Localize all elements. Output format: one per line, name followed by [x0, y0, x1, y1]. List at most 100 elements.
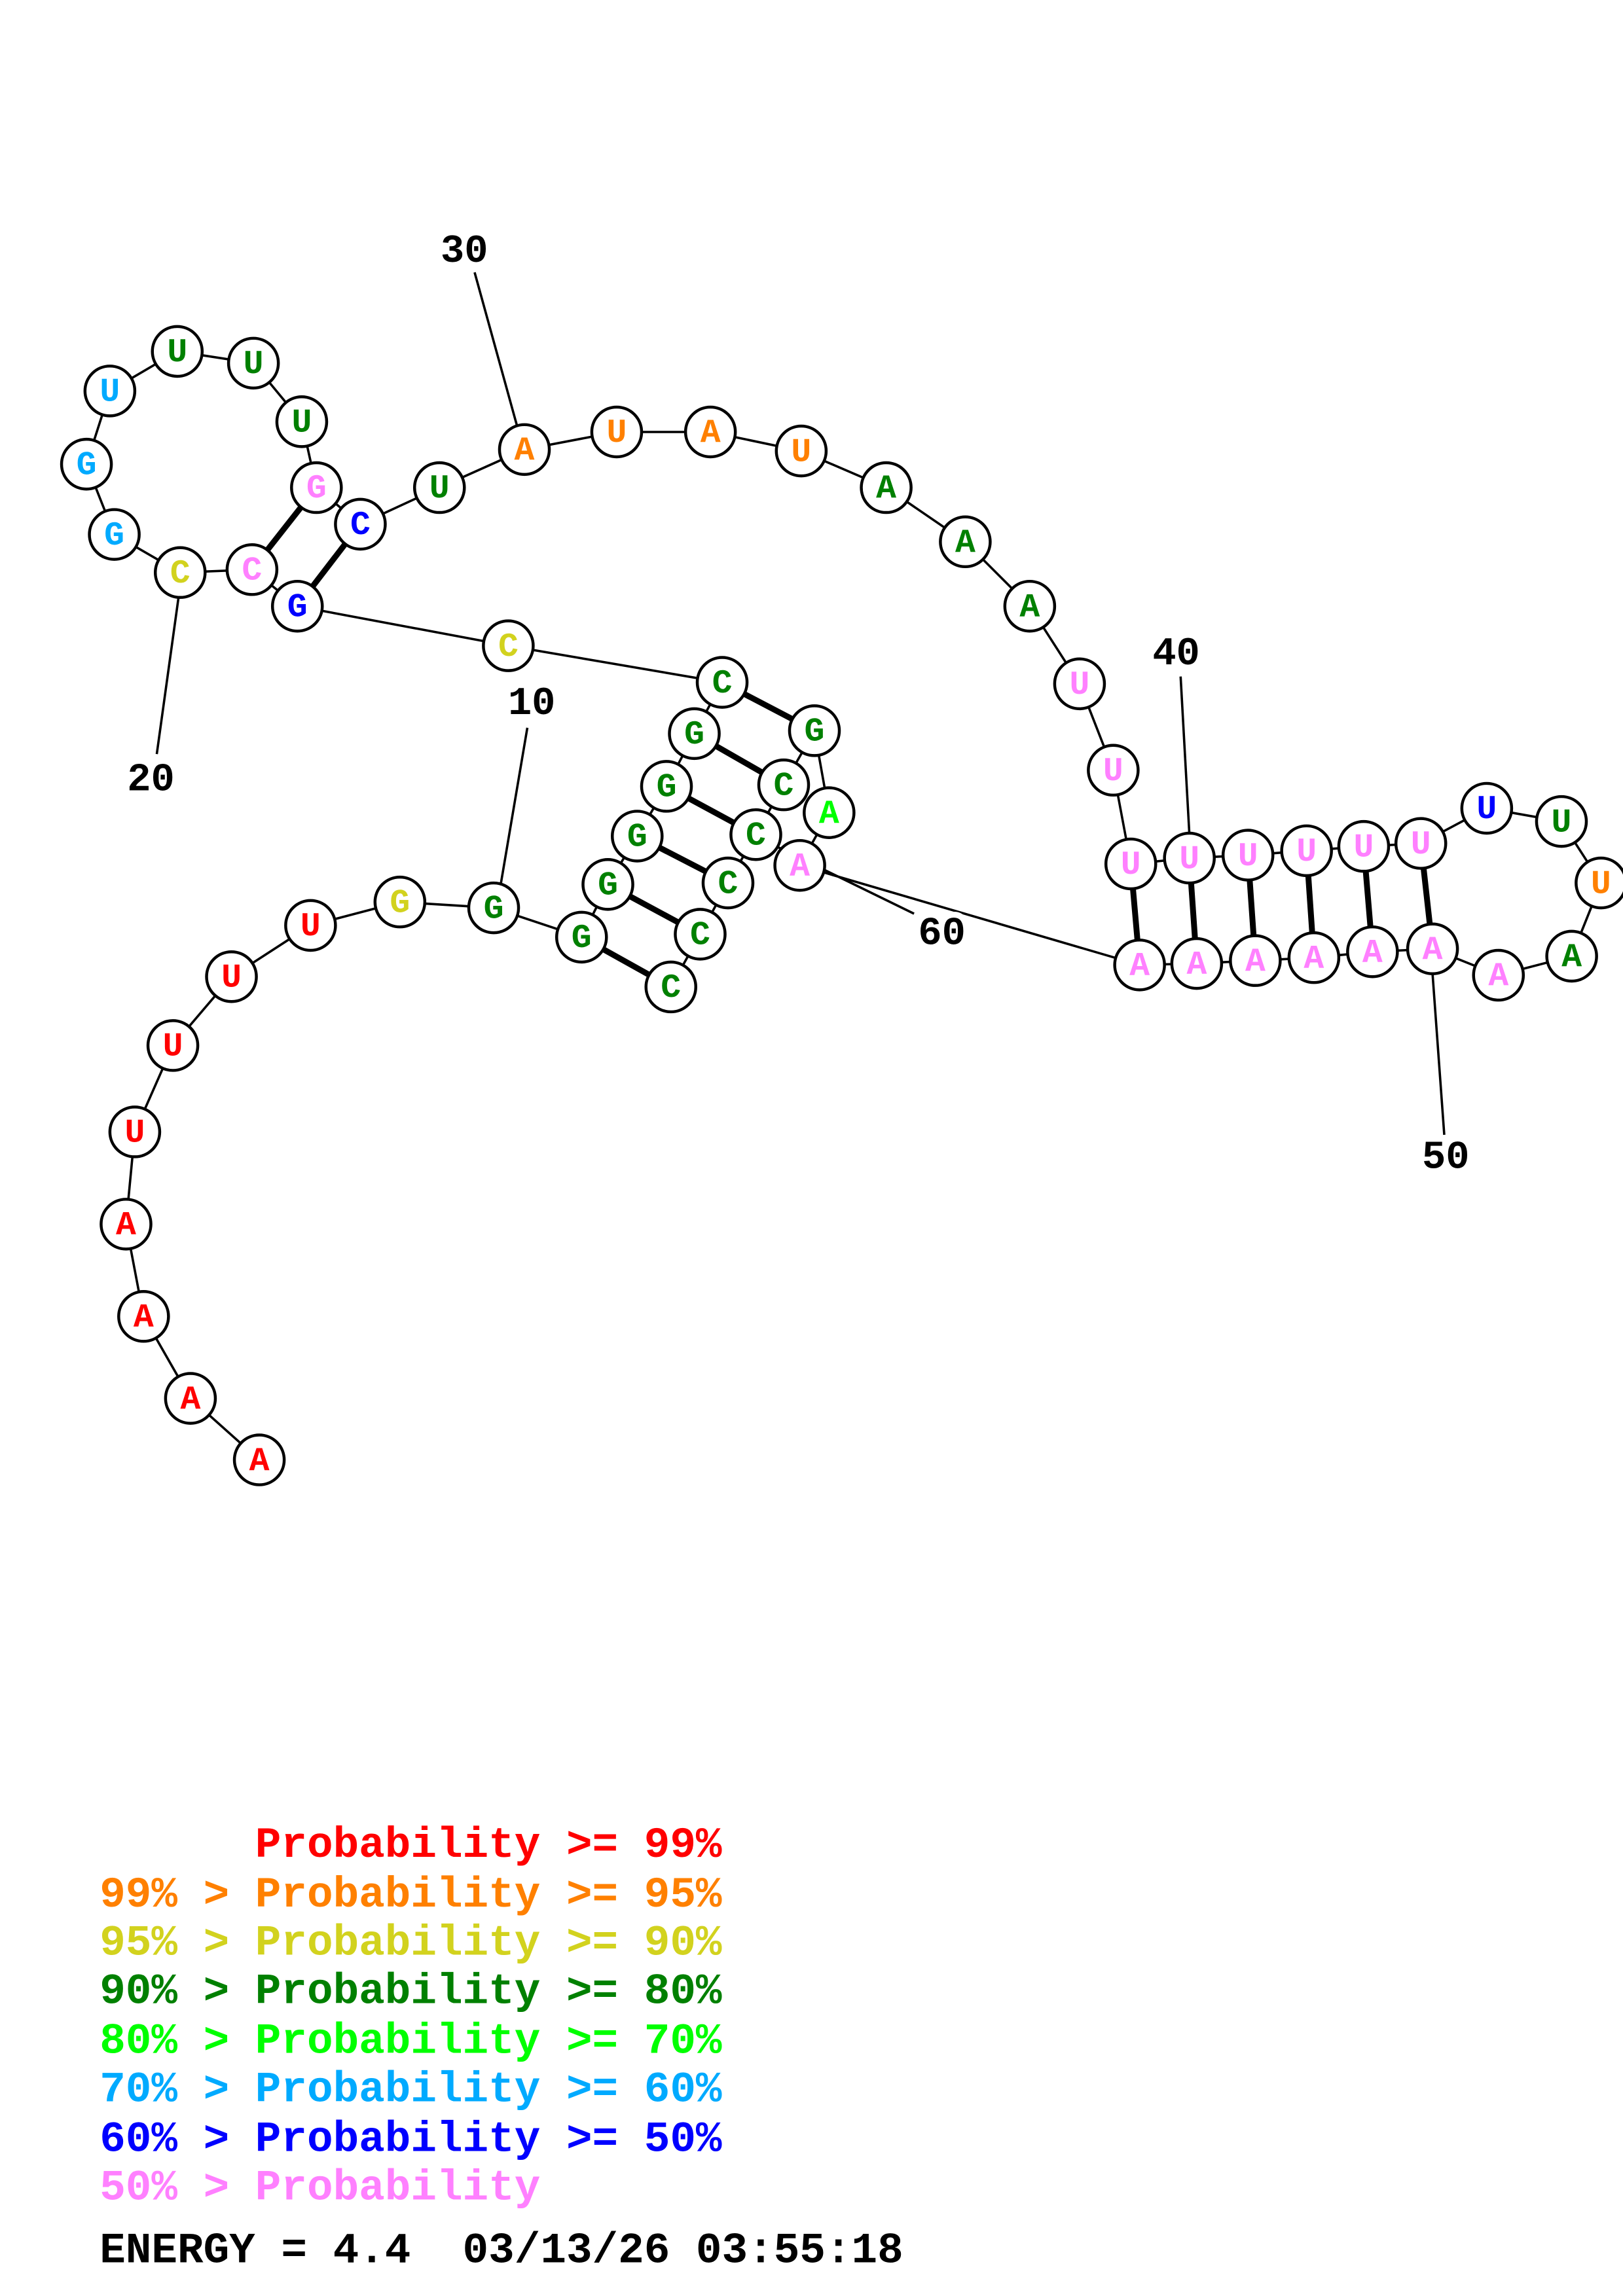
nucleotide-letter: A — [134, 1299, 154, 1337]
nucleotide: U — [1053, 657, 1106, 711]
nucleotide: G — [60, 437, 113, 491]
nucleotide-letter: U — [301, 908, 321, 946]
nucleotide-circle — [1163, 831, 1216, 885]
legend-line: 99% > Probability >= 95% — [100, 1871, 722, 1920]
nucleotide-letter: G — [484, 890, 504, 928]
nucleotide-circle — [668, 707, 721, 761]
nucleotide: G — [467, 881, 520, 935]
nucleotide: A — [117, 1290, 170, 1343]
nucleotide-circle — [1221, 829, 1275, 882]
nucleotide-letter: U — [244, 346, 264, 384]
nucleotide: U — [1460, 781, 1514, 835]
nucleotide: U — [1394, 817, 1448, 870]
nucleotide-circle — [227, 336, 280, 390]
legend-line: 95% > Probability >= 90% — [100, 1919, 722, 1968]
nucleotide-circle — [467, 881, 520, 935]
nucleotide-letter: C — [661, 969, 681, 1007]
nucleotide-circle — [83, 365, 137, 418]
nucleotide-letter: G — [390, 884, 410, 922]
nucleotide: A — [232, 1433, 286, 1486]
legend-line: 80% > Probability >= 70% — [100, 2017, 722, 2066]
nucleotide-letter: U — [1591, 865, 1611, 903]
nucleotide: C — [729, 808, 782, 861]
nucleotide-letter: U — [1354, 829, 1374, 867]
nucleotide-letter: U — [100, 374, 120, 412]
nucleotide-letter: U — [221, 959, 242, 997]
legend-line: 50% > Probability — [100, 2163, 540, 2212]
nucleotide-circle — [1087, 744, 1140, 797]
nucleotide-letter: G — [805, 713, 825, 751]
nucleotide-circle — [146, 1019, 200, 1072]
nucleotide-letter: U — [1179, 840, 1199, 878]
nucleotide-circle — [1472, 948, 1525, 1002]
nucleotide: U — [1280, 824, 1333, 878]
nucleotide: C — [225, 543, 279, 596]
nucleotide-letter: A — [1245, 943, 1266, 981]
nucleotide: A — [164, 1372, 217, 1425]
nucleotide-letter: U — [292, 404, 312, 442]
nucleotide-circle — [695, 656, 749, 709]
nucleotide: C — [153, 546, 207, 600]
nucleotide-letter: U — [1069, 666, 1089, 704]
nucleotide-letter: U — [1411, 826, 1431, 864]
nucleotide: U — [146, 1019, 200, 1072]
nucleotide-letter: A — [1423, 931, 1443, 969]
nucleotide: A — [939, 515, 992, 569]
nucleotide-circle — [412, 461, 466, 514]
nucleotide: C — [695, 656, 749, 709]
nucleotide-circle — [640, 760, 693, 813]
nucleotide-circle — [1113, 939, 1166, 992]
nucleotide: G — [290, 461, 343, 514]
nucleotide-letter: U — [607, 414, 627, 452]
nucleotide-letter: U — [791, 433, 811, 471]
nucleotide-circle — [1460, 781, 1514, 835]
nucleotide: A — [773, 838, 826, 892]
nucleotide: C — [757, 758, 811, 812]
nucleotide-circle — [1406, 922, 1459, 976]
nucleotide-circle — [684, 405, 737, 459]
nucleotide-circle — [164, 1372, 217, 1425]
nucleotide-circle — [498, 423, 551, 476]
nucleotide-circle — [939, 515, 992, 569]
nucleotide-letter: U — [1121, 846, 1141, 884]
nucleotide: G — [788, 704, 841, 757]
nucleotide-letter: A — [249, 1443, 270, 1480]
nucleotide-circle — [729, 808, 782, 861]
nucleotide: U — [275, 395, 329, 448]
nucleotide-letter: U — [167, 334, 187, 372]
nucleotide-letter: G — [684, 716, 704, 754]
nucleotide-letter: A — [955, 524, 976, 562]
nucleotide-letter: C — [170, 555, 191, 593]
nucleotide: A — [1170, 937, 1224, 990]
nucleotide-letter: A — [1362, 934, 1383, 972]
nucleotide: A — [803, 786, 856, 839]
nucleotide-circle — [757, 758, 811, 812]
nucleotide: C — [701, 856, 755, 910]
nucleotide-letter: C — [350, 507, 371, 545]
legend-line: Probability >= 99% — [100, 1821, 722, 1870]
nucleotide-circle — [803, 786, 856, 839]
nucleotide-letter: A — [1186, 946, 1207, 984]
nucleotide: A — [1346, 925, 1399, 978]
nucleotide-letter: G — [306, 470, 327, 508]
nucleotide-circle — [1287, 931, 1341, 984]
nucleotide: G — [270, 579, 324, 633]
nucleotide-circle — [334, 497, 387, 551]
nucleotide-circle — [581, 858, 634, 911]
nucleotide: G — [610, 810, 664, 863]
backbone-segment — [799, 864, 1140, 967]
energy-line: ENERGY = 4.4 03/13/26 03:55:18 — [100, 2227, 903, 2276]
nucleotide: A — [1406, 922, 1459, 976]
nucleotide-letter: U — [124, 1115, 145, 1153]
nucleotide-circle — [1346, 925, 1399, 978]
nucleotide-circle — [674, 908, 727, 961]
nucleotide-letter: C — [242, 552, 262, 590]
nucleotide-circle — [555, 910, 608, 964]
nucleotide-circle — [773, 838, 826, 892]
nucleotide-letter: A — [790, 848, 810, 886]
nucleotide: G — [640, 760, 693, 813]
nucleotide-letter: C — [746, 817, 766, 855]
nucleotide: U — [1337, 819, 1391, 873]
nucleotide-letter: A — [515, 432, 535, 470]
